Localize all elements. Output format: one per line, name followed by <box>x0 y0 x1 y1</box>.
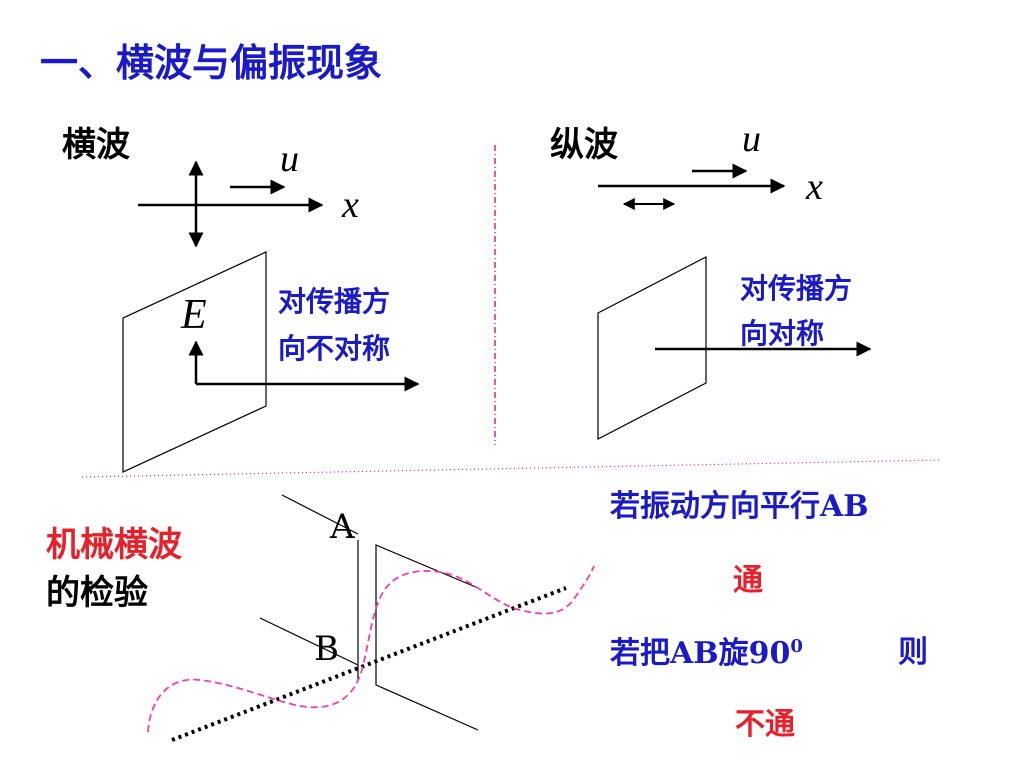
horizontal-divider <box>81 459 941 478</box>
point-a-label: A <box>330 507 355 547</box>
explanation-parallel: 若振动方向平行AB <box>610 489 869 524</box>
transverse-plane <box>122 251 267 473</box>
explanation-rotate: 若把AB旋900 <box>610 638 803 669</box>
transverse-u-label: u <box>280 138 299 180</box>
slit-frame <box>375 544 479 731</box>
mechanical-test-label: 的检验 <box>46 573 148 613</box>
rope-wave <box>147 565 595 733</box>
transverse-wave-label: 横波 <box>62 125 130 165</box>
longitudinal-note-line2: 向对称 <box>740 317 825 350</box>
explanation-pass: 通 <box>733 563 763 598</box>
slide-title: 一、横波与偏振现象 <box>40 40 383 85</box>
mechanical-wave-label: 机械横波 <box>46 525 182 565</box>
degree-superscript: 0 <box>790 636 803 657</box>
electric-field-label: E <box>181 292 207 338</box>
longitudinal-plane <box>597 256 707 440</box>
longitudinal-x-label: x <box>806 166 823 208</box>
explanation-no-pass: 不通 <box>735 707 795 742</box>
slit-b-line <box>259 617 359 666</box>
point-b-label: B <box>314 629 339 669</box>
longitudinal-note-line1: 对传播方 <box>740 272 853 305</box>
longitudinal-wave-label: 纵波 <box>550 125 618 165</box>
longitudinal-u-label: u <box>742 118 761 160</box>
transverse-note-line2: 向不对称 <box>278 332 391 365</box>
transverse-x-label: x <box>342 184 359 226</box>
slit-a-line <box>281 494 359 535</box>
explanation-then: 则 <box>898 635 928 670</box>
wave-propagation-line <box>171 586 567 742</box>
transverse-note-line1: 对传播方 <box>278 285 391 318</box>
explanation-rotate-text: 若把AB旋90 <box>610 636 791 671</box>
